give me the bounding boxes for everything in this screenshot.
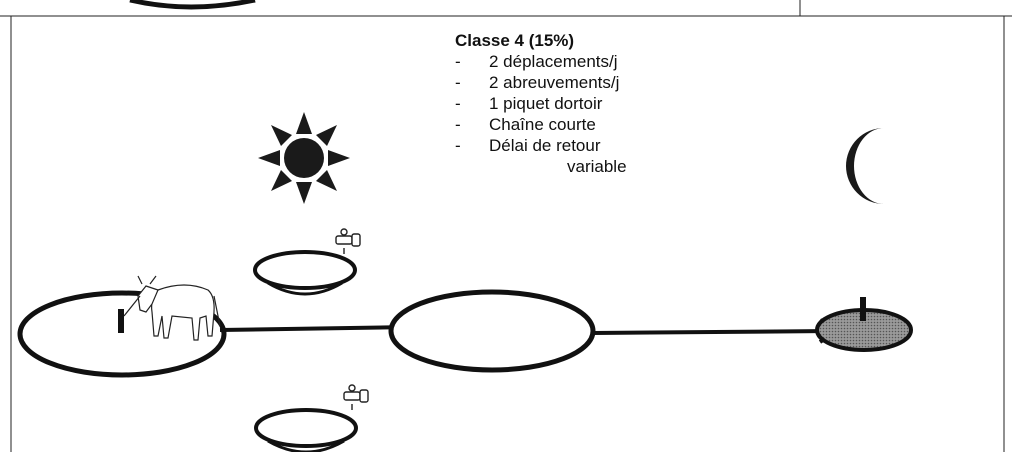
bullet-dash: -	[455, 73, 461, 92]
legend-item-text: Chaîne courte	[489, 115, 596, 134]
water-tap-icon	[335, 228, 361, 254]
bullet-dash: -	[455, 115, 461, 134]
bullet-dash: -	[455, 94, 461, 113]
legend-item-text: 2 abreuvements/j	[489, 73, 620, 92]
legend-item-text: Délai de retour	[489, 136, 601, 155]
stake-icon	[860, 297, 866, 321]
bullet-dash: -	[455, 136, 461, 155]
bullet-dash: -	[455, 52, 461, 71]
grazing-enclosure	[388, 289, 596, 373]
cow-icon	[123, 275, 221, 341]
arrow-icon	[592, 318, 840, 344]
water-trough-upper	[253, 250, 357, 296]
legend-item: - 1 piquet dortoir	[455, 93, 627, 114]
legend-item: - 2 abreuvements/j	[455, 72, 627, 93]
legend-item-text: 2 déplacements/j	[489, 52, 618, 71]
water-trough-lower	[254, 408, 358, 452]
cropped-ellipse-top	[129, 0, 256, 10]
arrow-icon	[219, 314, 418, 340]
legend-item: - 2 déplacements/j	[455, 51, 627, 72]
legend-item: - Délai de retour	[455, 135, 627, 156]
legend-item-text: 1 piquet dortoir	[489, 94, 603, 113]
stake-icon	[118, 309, 124, 333]
moon-icon	[846, 128, 884, 204]
sun-icon	[258, 112, 350, 204]
legend-list: - 2 déplacements/j - 2 abreuvements/j - 1 p…	[455, 51, 627, 156]
water-tap-icon	[343, 384, 369, 410]
legend-item: - Chaîne courte	[455, 114, 627, 135]
legend: Classe 4 (15%) - 2 déplacements/j - 2 abre…	[455, 30, 627, 177]
legend-continuation: variable	[567, 157, 627, 176]
legend-title: Classe 4 (15%)	[455, 31, 575, 50]
